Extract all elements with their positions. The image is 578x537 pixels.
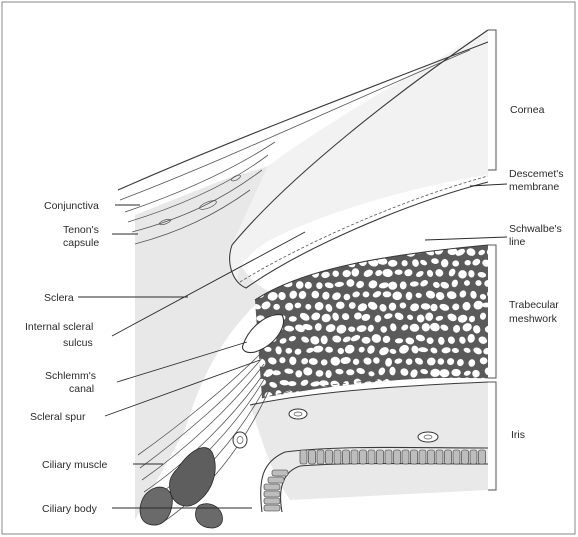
pigment-bead <box>300 450 307 464</box>
pigment-bead <box>445 450 452 464</box>
pigment-bead <box>394 450 401 464</box>
meshwork-cell <box>354 249 361 255</box>
pigment-bead <box>453 450 460 464</box>
meshwork-cell <box>488 357 495 365</box>
pigment-bead <box>360 450 367 464</box>
label-tenons-1: Tenon's <box>63 224 99 236</box>
meshwork-cell <box>279 248 286 255</box>
label-tenons-2: capsule <box>63 237 99 249</box>
meshwork-cell <box>251 390 261 397</box>
label-cornea: Cornea <box>510 104 545 116</box>
meshwork-cell <box>246 314 256 323</box>
pigment-bead <box>351 450 358 464</box>
iris-vessel-2 <box>418 432 438 442</box>
meshwork-cell <box>384 248 393 256</box>
meshwork-cell <box>343 247 351 255</box>
pigment-bead <box>309 450 316 464</box>
meshwork-cell <box>264 280 273 288</box>
pigment-bead <box>264 484 280 490</box>
meshwork-cell <box>493 279 503 288</box>
meshwork-cell <box>294 258 303 268</box>
meshwork-cell <box>493 370 503 377</box>
label-scleral-spur: Scleral spur <box>30 411 86 423</box>
label-schwalbe-1: Schwalbe's <box>509 223 562 235</box>
label-ciliary-body: Ciliary body <box>42 503 98 515</box>
pigment-bead <box>264 505 280 511</box>
label-conjunctiva: Conjunctiva <box>44 200 99 212</box>
pigment-bead <box>385 450 392 464</box>
meshwork-cell <box>325 258 335 267</box>
label-descemet-2: membrane <box>509 181 559 193</box>
pigment-bead <box>377 450 384 464</box>
meshwork-cell <box>280 271 289 278</box>
meshwork-cell <box>488 312 500 321</box>
meshwork-cell <box>492 390 502 398</box>
pigment-bead <box>402 450 409 464</box>
pigment-bead <box>268 477 284 483</box>
label-descemet-1: Descemet's <box>509 168 564 180</box>
pigment-bead <box>326 450 333 464</box>
label-internal-sulcus-2: sulcus <box>63 337 93 349</box>
meshwork-cell <box>492 258 501 267</box>
label-schlemm-1: Schlemm's <box>45 370 96 382</box>
label-iris: Iris <box>511 429 525 441</box>
pigment-bead <box>479 450 486 464</box>
meshwork-cell <box>489 380 499 388</box>
meshwork-cell <box>492 304 502 311</box>
pigment-bead <box>264 498 280 504</box>
meshwork-cell <box>268 250 277 255</box>
label-schwalbe-2: line <box>509 236 526 248</box>
pigment-bead <box>343 450 350 464</box>
bracket-iris <box>488 382 496 490</box>
label-sclera: Sclera <box>44 292 74 304</box>
meshwork-cell <box>487 334 500 346</box>
meshwork-cell <box>361 246 370 255</box>
leader-schwalbe <box>425 237 507 240</box>
pigment-bead <box>334 450 341 464</box>
meshwork-cell <box>320 248 329 255</box>
pigment-bead <box>411 450 418 464</box>
meshwork-cell <box>494 345 502 353</box>
meshwork-cell <box>262 257 272 267</box>
label-trabecular-2: meshwork <box>509 313 558 325</box>
meshwork-cell <box>305 258 314 266</box>
meshwork-cell <box>288 381 297 386</box>
cornea-stroma-tissue <box>228 30 488 280</box>
meshwork-cell <box>287 269 297 279</box>
pigment-bead <box>462 450 469 464</box>
pigment-bead <box>428 450 435 464</box>
label-schlemm-2: canal <box>69 383 94 395</box>
meshwork-cell <box>375 247 383 254</box>
iris-tissue <box>250 382 488 500</box>
label-trabecular-1: Trabecular <box>509 299 559 311</box>
pigment-bead <box>317 450 324 464</box>
pigment-bead <box>419 450 426 464</box>
pigment-bead <box>264 491 280 497</box>
ciliary-vessel <box>233 432 247 448</box>
label-internal-sulcus-1: Internal scleral <box>25 321 93 333</box>
pigment-bead <box>272 470 288 476</box>
iris-vessel-1 <box>289 409 307 419</box>
meshwork-cell <box>314 257 323 265</box>
meshwork-cell <box>331 246 340 256</box>
pigment-bead <box>368 450 375 464</box>
bracket-cornea <box>488 30 496 170</box>
pigment-bead <box>436 450 443 464</box>
pigment-bead <box>470 450 477 464</box>
bracket-trabecular <box>488 245 496 378</box>
meshwork-cell <box>394 245 404 255</box>
label-ciliary-muscle: Ciliary muscle <box>42 459 108 471</box>
